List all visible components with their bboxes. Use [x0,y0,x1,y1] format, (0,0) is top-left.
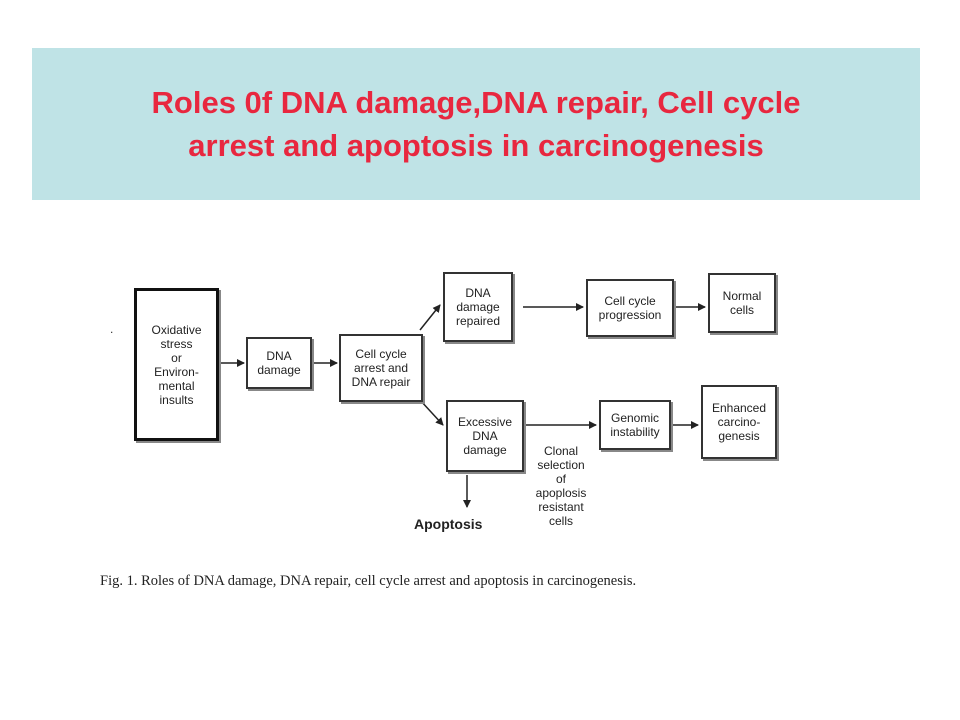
box-text: DNA [266,349,292,363]
box-normal-cells: Normal cells [708,273,776,333]
box-cell-cycle-arrest: Cell cycle arrest and DNA repair [339,334,423,402]
figure-caption: Fig. 1. Roles of DNA damage, DNA repair,… [100,573,637,589]
box-text: Environ- [154,364,199,379]
arrow-arrest-to-repaired [419,304,441,331]
note-line: resistant [538,500,584,514]
box-text: damage [257,363,301,377]
box-cell-cycle-progression: Cell cycle progression [586,279,674,337]
slide-title-line-1: Roles 0f DNA damage,DNA repair, Cell cyc… [151,85,801,120]
box-text: arrest and [353,361,409,375]
box-text: instability [610,425,660,439]
box-text: Oxidative [151,322,202,337]
box-text: damage [456,300,500,314]
box-text: DNA repair [351,375,411,389]
stray-dot: . [110,322,114,336]
box-text: progression [598,308,662,322]
box-text: Excessive [457,415,513,429]
slide-title-line-2: arrest and apoptosis in carcinogenesis [188,128,764,163]
box-excessive-dna-damage: Excessive DNA damage [446,400,524,472]
box-text: repaired [455,314,501,328]
box-text: Enhanced [711,401,767,415]
box-text: Genomic [610,411,660,425]
note-line: apoplosis [535,486,587,500]
box-dna-damage-repaired: DNA damage repaired [443,272,513,342]
box-text: carcino- [717,415,761,429]
clonal-selection-note: Clonal selection of apoplosis resistant … [530,444,592,528]
box-text: Cell cycle [355,347,407,361]
box-text: or [171,350,182,365]
box-text: damage [463,443,507,457]
note-line: of [555,472,566,486]
box-dna-damage: DNA damage [246,337,312,389]
box-oxidative-stress: Oxidative stress or Environ- mental insu… [134,288,219,441]
arrow-arrest-to-excessive [419,399,444,426]
box-text: mental [158,378,195,393]
box-genomic-instability: Genomic instability [599,400,671,450]
note-line: selection [537,458,585,472]
box-text: stress [160,336,193,351]
title-banner: Roles 0f DNA damage,DNA repair, Cell cyc… [32,48,920,200]
box-text: DNA [465,286,491,300]
box-text: cells [729,303,754,317]
note-line: Clonal [543,444,579,458]
box-text: Cell cycle [604,294,656,308]
box-text: DNA [472,429,498,443]
box-text: genesis [718,429,760,443]
box-enhanced-carcinogenesis: Enhanced carcino- genesis [701,385,777,459]
apoptosis-label: Apoptosis [414,516,483,532]
note-line: cells [548,514,573,528]
box-text: insults [159,392,194,407]
box-text: Normal [722,289,762,303]
